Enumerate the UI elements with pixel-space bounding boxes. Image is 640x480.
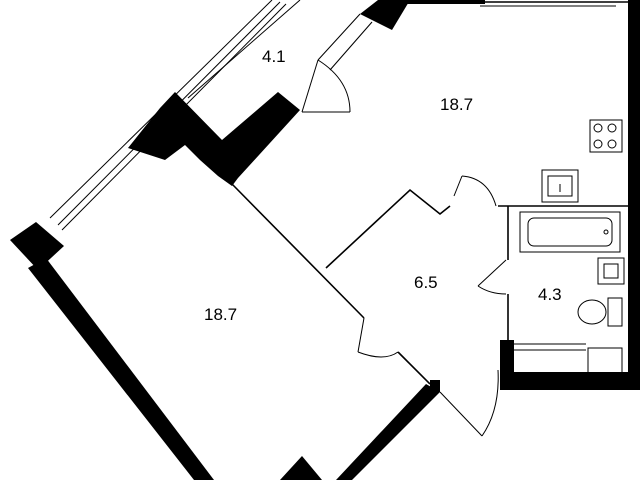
hallway-area: 6.5 — [414, 273, 438, 292]
wall-bedroom-left — [28, 258, 214, 480]
bedroom-area: 18.7 — [204, 305, 237, 324]
shaft — [587, 347, 623, 375]
fixtures — [519, 119, 625, 375]
toilet-icon — [577, 297, 623, 327]
wall-central-block — [128, 92, 300, 186]
wall-bath-left — [500, 340, 514, 390]
door-kitchen — [453, 175, 497, 207]
bathtub-icon — [519, 211, 621, 253]
area-labels: 4.1 18.7 18.7 6.5 4.3 — [204, 47, 562, 324]
loggia-glazing-outer — [49, 0, 273, 219]
bathroom-area: 4.3 — [538, 285, 562, 304]
loggia-right-wall — [187, 0, 301, 99]
wall-top-corner — [360, 0, 410, 30]
kitchen-living-area: 18.7 — [440, 95, 473, 114]
walls — [10, 0, 640, 480]
partitions — [231, 1, 628, 385]
wall-hall-bottom — [397, 351, 431, 385]
wall-bottom-notch — [280, 456, 322, 480]
washbasin-icon — [597, 257, 625, 285]
wall-left-corner — [10, 222, 64, 270]
kitchen-window-b — [329, 21, 373, 71]
kitchen-window-a — [317, 13, 361, 61]
doors — [301, 59, 507, 437]
wall-right — [628, 0, 640, 390]
door-bathroom — [477, 259, 507, 295]
door-bedroom — [357, 317, 399, 358]
loggia-area: 4.1 — [262, 47, 286, 66]
windows — [49, 0, 616, 351]
wall-bottom-right — [500, 372, 640, 390]
wall-bedroom-bottom — [336, 384, 440, 480]
door-entrance — [439, 369, 499, 437]
loggia-glazing-inner — [61, 3, 287, 231]
loggia-glazing-inner2 — [57, 1, 281, 226]
stove-icon — [589, 119, 623, 153]
wall-bedroom-top — [231, 183, 365, 319]
wall-hall-top — [325, 188, 451, 269]
door-loggia — [301, 59, 351, 113]
sink-icon — [541, 169, 579, 203]
wall-hall-corner — [430, 380, 440, 392]
